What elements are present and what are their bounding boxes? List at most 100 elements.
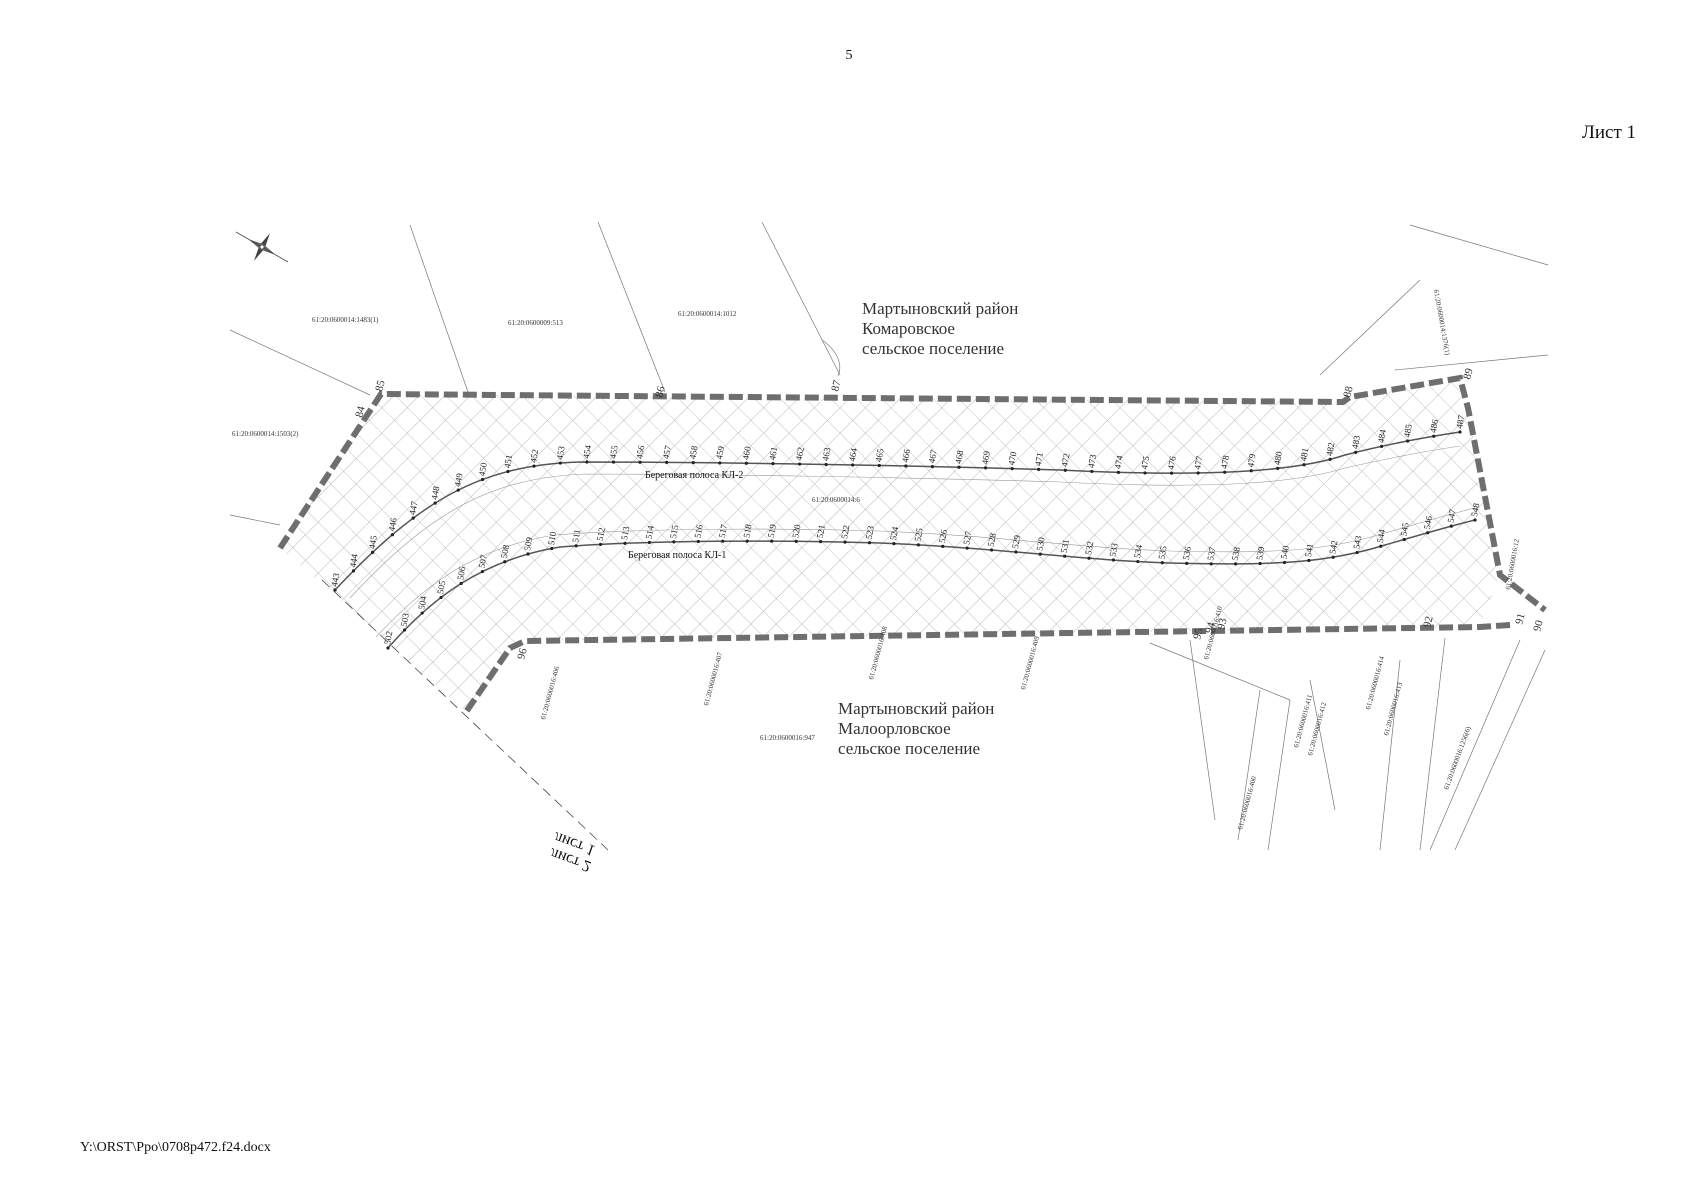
- shore-point-label: 453: [554, 445, 566, 461]
- shore-point-label: 533: [1108, 542, 1120, 558]
- shore-point-label: 516: [692, 523, 704, 539]
- shore-point-label: 531: [1059, 539, 1071, 554]
- boundary-point-label: 91: [1513, 612, 1527, 626]
- shore-point-marker: [797, 462, 802, 466]
- shore-point-marker: [1014, 550, 1018, 554]
- region-north-line: сельское поселение: [862, 339, 1004, 358]
- parcel-number: 61:20:0600016:12: [1504, 538, 1521, 590]
- shore-point-marker: [456, 488, 460, 492]
- shore-point-label: 485: [1402, 423, 1414, 439]
- shore-point-label: 547: [1445, 508, 1457, 524]
- shore-point-marker: [638, 460, 642, 464]
- shore-point-marker: [506, 469, 510, 474]
- region-south-line: Малоорловское: [838, 719, 951, 738]
- shore-point-label: 540: [1279, 544, 1291, 560]
- background-parcel-lines: [229, 221, 1549, 851]
- shore-point-label: 463: [820, 446, 832, 462]
- shore-point-marker: [1063, 468, 1067, 472]
- shore-point-marker: [411, 516, 415, 520]
- shore-point-marker: [1432, 434, 1436, 438]
- shore-point-label: 480: [1272, 450, 1284, 466]
- shore-point-label: 545: [1398, 521, 1410, 537]
- shore-point-label: 510: [546, 530, 558, 546]
- shore-point-label: 470: [1006, 450, 1018, 466]
- region-south-line: Мартыновский район: [838, 699, 994, 718]
- sheet-label: Лист 1: [1581, 122, 1636, 143]
- parcel-number: 61:20:0600016:1256(6): [1442, 725, 1472, 791]
- shore-point-label: 523: [864, 525, 876, 541]
- shore-point-label: 459: [714, 445, 726, 461]
- shore-point-label: 513: [619, 525, 631, 541]
- shore-point-label: 462: [794, 446, 806, 461]
- region-north-line: Комаровское: [862, 319, 955, 338]
- shore-point-marker: [1458, 430, 1462, 434]
- shore-point-label: 509: [522, 536, 534, 552]
- shore-point-marker: [333, 588, 337, 592]
- parcel-number: 61:20:0600016:400: [1236, 775, 1258, 831]
- shore-point-marker: [930, 464, 935, 469]
- shore-point-marker: [1328, 457, 1332, 461]
- shore-point-marker: [647, 540, 651, 545]
- shore-point-label: 541: [1303, 543, 1315, 558]
- shore-point-marker: [665, 460, 669, 465]
- shore-point-marker: [1087, 556, 1091, 560]
- boundary-point-label: 96: [515, 647, 530, 661]
- shore-point-label: 521: [815, 524, 827, 539]
- boundary-point-label: 93: [1215, 617, 1230, 631]
- shore-point-marker: [877, 463, 881, 468]
- shore-point-marker: [558, 461, 562, 465]
- shore-point-label: 461: [767, 446, 779, 461]
- shore-point-marker: [1276, 466, 1280, 470]
- boundary-line: [277, 374, 1547, 613]
- shore-point-marker: [721, 539, 725, 543]
- shore-point-label: 518: [741, 523, 753, 539]
- shore-point-label: 517: [717, 523, 729, 539]
- parcel-number: 61:20:0600014:1483(1): [312, 316, 379, 324]
- shore-point-marker: [718, 461, 722, 465]
- kl1-inner-line: [375, 507, 1476, 638]
- shore-point-marker: [1143, 471, 1147, 475]
- shore-point-marker: [1169, 471, 1174, 475]
- shore-point-marker: [351, 569, 356, 573]
- shore-point-label: 487: [1454, 414, 1466, 430]
- shore-point-label: 502: [382, 630, 394, 645]
- shore-point-label: 486: [1428, 418, 1440, 434]
- shore-point-label: 514: [644, 524, 656, 540]
- shore-point-label: 481: [1298, 447, 1310, 462]
- shore-point-marker: [611, 460, 616, 464]
- parcel-number: 61:20:0600014:6: [812, 496, 860, 504]
- shore-point-marker: [1331, 555, 1335, 559]
- shore-point-marker: [503, 560, 507, 564]
- shore-point-marker: [585, 460, 589, 464]
- shore-point-label: 474: [1113, 454, 1125, 470]
- shore-point-marker: [402, 628, 407, 632]
- shore-point-label: 452: [528, 448, 540, 463]
- boundary-point-label: 94: [1203, 621, 1218, 635]
- kl2-label: Береговая полоса КЛ-2: [645, 470, 743, 481]
- page-number: 5: [845, 48, 853, 63]
- shore-point-marker: [574, 544, 578, 548]
- shore-point-label: 511: [570, 528, 582, 543]
- boundary-point-label: 89: [1461, 367, 1476, 381]
- boundary-point-label: 95: [1191, 627, 1206, 641]
- shore-point-label: 443: [329, 572, 341, 588]
- shore-point-marker: [1473, 518, 1477, 522]
- shore-point-label: 524: [888, 525, 900, 541]
- shore-point-label: 546: [1422, 515, 1434, 531]
- shore-point-marker: [481, 477, 485, 482]
- shore-point-label: 444: [348, 553, 360, 569]
- parcel-number: 61:20:0600014:1376(1): [1432, 289, 1452, 357]
- shore-point-marker: [532, 464, 536, 468]
- shore-point-label: 527: [961, 530, 973, 546]
- shore-point-label: 479: [1245, 453, 1257, 469]
- shore-point-label: 537: [1205, 546, 1217, 562]
- shore-point-marker: [1223, 470, 1227, 474]
- shore-point-label: 542: [1327, 540, 1339, 555]
- shore-point-marker: [598, 542, 603, 547]
- shore-point-label: 477: [1192, 455, 1204, 471]
- shore-point-marker: [824, 462, 828, 467]
- shore-point-marker: [916, 543, 920, 547]
- kl1-label: Береговая полоса КЛ-1: [628, 550, 726, 561]
- shore-point-marker: [550, 546, 554, 551]
- shore-point-marker: [770, 539, 774, 543]
